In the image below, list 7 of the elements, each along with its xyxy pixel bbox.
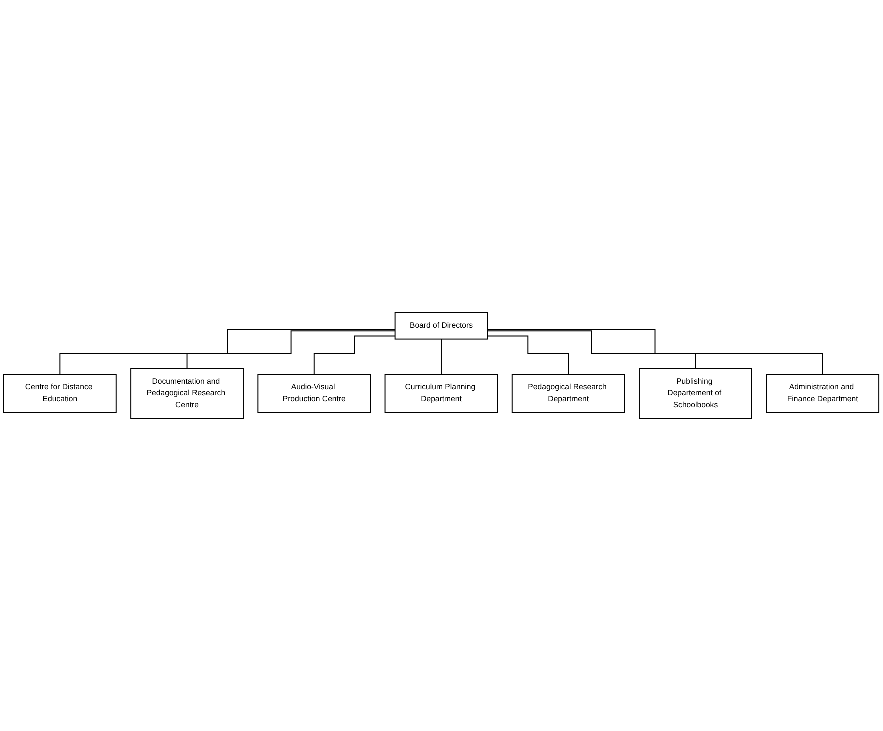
- connector: [441, 338, 442, 375]
- connector: [314, 336, 396, 375]
- connector: [60, 328, 396, 375]
- connector: [186, 330, 396, 369]
- connector: [487, 330, 696, 369]
- connector: [487, 328, 824, 375]
- connector: [487, 336, 570, 375]
